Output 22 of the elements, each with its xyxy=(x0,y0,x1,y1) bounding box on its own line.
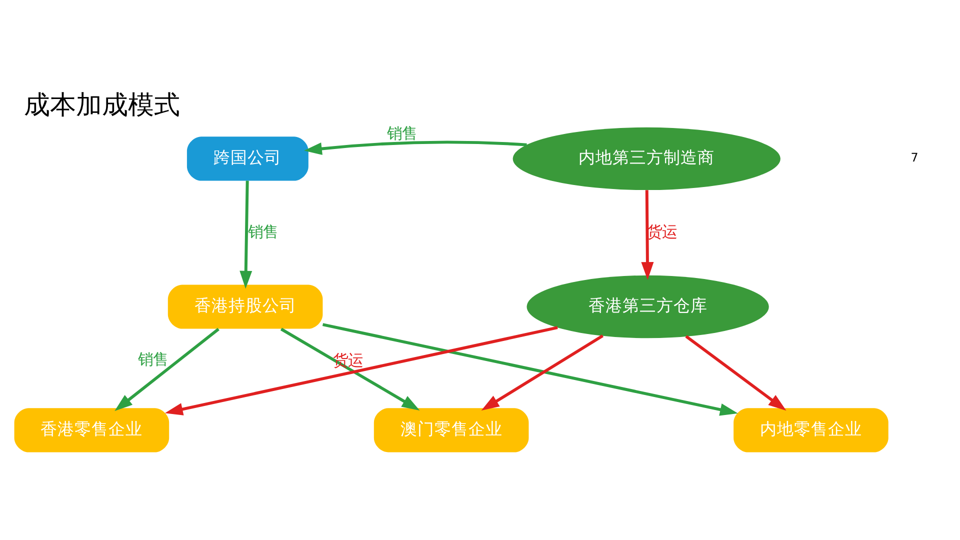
edge-label: 销售 xyxy=(386,124,417,142)
arrow xyxy=(280,328,420,410)
node-box: 香港持股公司 xyxy=(167,284,322,329)
arrow xyxy=(684,335,786,411)
node-ellipse: 内地第三方制造商 xyxy=(512,127,780,190)
node-box: 香港零售企业 xyxy=(14,408,169,452)
node-box: 跨国公司 xyxy=(186,136,308,181)
label: 7 xyxy=(910,150,918,165)
edge-label: 货运 xyxy=(646,222,677,241)
node-box: 澳门零售企业 xyxy=(373,408,528,452)
arrow xyxy=(640,190,654,280)
arrow xyxy=(114,328,219,411)
edge-label: 销售 xyxy=(248,222,278,241)
arrow xyxy=(239,180,252,289)
arrow xyxy=(322,323,738,416)
arrow xyxy=(304,140,526,155)
arrow xyxy=(480,334,604,411)
edge-label: 销售 xyxy=(137,350,168,368)
node-box: 内地零售企业 xyxy=(733,408,888,452)
arrow xyxy=(164,326,558,416)
node-ellipse: 香港第三方仓库 xyxy=(526,275,768,338)
diagram-title: 成本加成模式 xyxy=(23,90,180,120)
